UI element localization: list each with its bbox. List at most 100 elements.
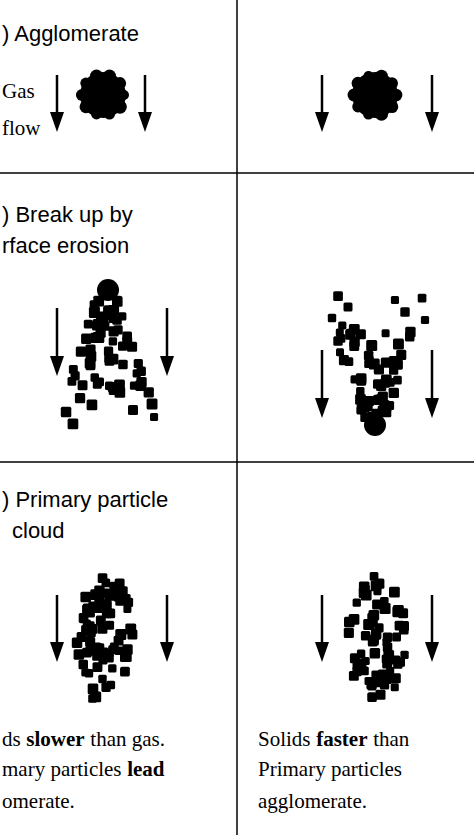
primary-particle bbox=[350, 614, 358, 622]
caption-line: dsslowerthan gas. bbox=[2, 728, 165, 751]
caption-text: mary particles bbox=[2, 758, 122, 781]
primary-particle bbox=[102, 608, 112, 618]
arrow-head bbox=[160, 642, 174, 662]
primary-particle bbox=[81, 625, 91, 635]
primary-particle bbox=[382, 674, 392, 684]
agglomerate-edge bbox=[104, 108, 115, 119]
agglomerate-edge bbox=[375, 70, 388, 83]
caption-text: Primary particles bbox=[258, 758, 402, 781]
primary-particle bbox=[385, 401, 394, 410]
flow-label: Gas bbox=[2, 80, 35, 103]
primary-particle bbox=[118, 360, 128, 370]
primary-particle bbox=[115, 579, 125, 589]
primary-particle bbox=[144, 387, 154, 397]
primary-particle bbox=[399, 625, 409, 635]
agglomerate-edge bbox=[352, 101, 363, 112]
arrow-head bbox=[425, 112, 439, 132]
agglomerate-edge bbox=[80, 78, 91, 89]
primary-particle bbox=[383, 409, 391, 417]
primary-particle bbox=[75, 393, 85, 403]
agglomerate-edge bbox=[90, 69, 103, 82]
agglomerate-edge bbox=[386, 101, 399, 114]
primary-particle bbox=[362, 657, 370, 665]
primary-particle bbox=[69, 365, 78, 374]
primary-particle bbox=[349, 671, 359, 681]
row-heading: ) Primary particle bbox=[2, 488, 168, 512]
primary-particle bbox=[349, 341, 359, 351]
primary-particle bbox=[328, 314, 336, 322]
caption-line: mary particleslead bbox=[2, 758, 165, 781]
arrow-shaft bbox=[321, 595, 324, 644]
primary-particle bbox=[136, 377, 146, 387]
caption-text: faster bbox=[316, 728, 367, 751]
primary-particle bbox=[109, 337, 117, 345]
primary-particle bbox=[367, 613, 376, 622]
primary-particle bbox=[90, 333, 100, 343]
primary-particle bbox=[389, 365, 398, 374]
primary-particle bbox=[85, 344, 95, 354]
primary-particle bbox=[85, 358, 96, 369]
primary-particle bbox=[113, 325, 122, 334]
primary-particle bbox=[333, 336, 342, 345]
primary-particle bbox=[371, 409, 381, 419]
row-heading: rface erosion bbox=[2, 234, 129, 258]
agglomerate-edge bbox=[103, 69, 116, 82]
caption-text: lead bbox=[127, 758, 164, 781]
primary-particle bbox=[333, 291, 343, 301]
primary-particle bbox=[124, 598, 133, 607]
arrow-shaft bbox=[431, 595, 434, 644]
agglomerate-edge bbox=[386, 77, 398, 89]
primary-particle bbox=[80, 592, 91, 603]
agglomerate-edge bbox=[80, 100, 93, 113]
primary-particle bbox=[79, 660, 89, 670]
caption-text: agglomerate. bbox=[258, 790, 367, 813]
primary-particle bbox=[391, 296, 399, 304]
arrow-shaft bbox=[166, 308, 169, 358]
caption-text: than gas. bbox=[90, 728, 165, 751]
primary-particle bbox=[105, 356, 115, 366]
arrow-head bbox=[50, 112, 64, 132]
primary-particle bbox=[137, 367, 146, 376]
caption-text: than bbox=[373, 728, 409, 751]
primary-particle bbox=[383, 643, 393, 653]
arrow-shaft bbox=[56, 595, 59, 644]
arrow-shaft bbox=[56, 75, 59, 114]
agglomerate-edge bbox=[352, 77, 365, 90]
arrow-shaft bbox=[321, 350, 324, 400]
primary-particle bbox=[98, 655, 107, 664]
primary-particle bbox=[370, 637, 379, 646]
primary-particle bbox=[338, 321, 346, 329]
primary-particle bbox=[391, 683, 399, 691]
primary-particle bbox=[108, 664, 116, 672]
arrow-shaft bbox=[166, 595, 169, 644]
primary-particle bbox=[86, 608, 95, 617]
primary-particle bbox=[87, 400, 98, 411]
arrow-head bbox=[50, 642, 64, 662]
primary-particle bbox=[357, 650, 365, 658]
primary-particle bbox=[90, 589, 101, 600]
primary-particle bbox=[121, 652, 131, 662]
primary-particle bbox=[104, 590, 115, 601]
primary-particle bbox=[115, 387, 126, 398]
primary-particle bbox=[376, 690, 386, 700]
arrow-shaft bbox=[56, 308, 59, 358]
primary-particle bbox=[102, 312, 111, 321]
caption-line: Solidsfasterthan bbox=[258, 728, 409, 751]
primary-particle bbox=[105, 621, 114, 630]
primary-particle bbox=[389, 587, 400, 598]
primary-particle bbox=[380, 597, 389, 606]
primary-particle bbox=[84, 320, 93, 329]
primary-particle bbox=[127, 630, 137, 640]
row-heading: ) Break up by bbox=[2, 203, 133, 227]
row-heading: cloud bbox=[12, 519, 65, 543]
primary-particle bbox=[61, 407, 72, 418]
arrow-head bbox=[425, 398, 439, 418]
caption-text: omerate. bbox=[2, 790, 75, 813]
agglomerate-edge bbox=[119, 90, 129, 100]
primary-particle bbox=[382, 329, 390, 337]
arrow-shaft bbox=[321, 75, 324, 114]
arrow-head bbox=[425, 642, 439, 662]
primary-particle bbox=[391, 673, 401, 683]
primary-particle bbox=[115, 629, 126, 640]
